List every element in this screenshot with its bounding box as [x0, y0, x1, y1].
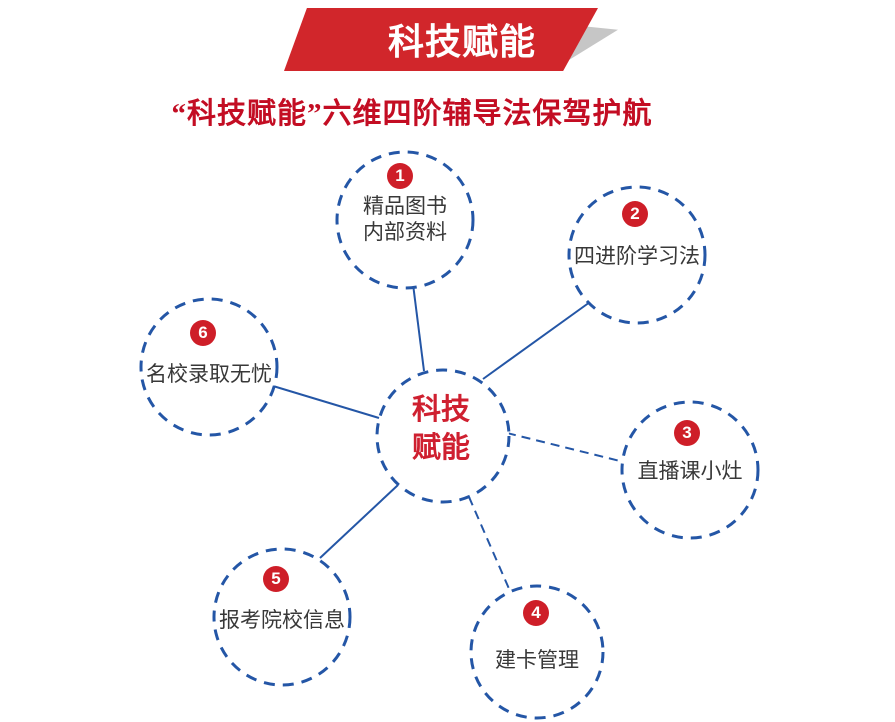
node-1-label-line: 内部资料	[363, 221, 447, 244]
center-node-circle	[375, 368, 511, 504]
node-4-label: 建卡管理	[495, 649, 579, 672]
node-5-circle	[212, 547, 352, 687]
node-6-label: 名校录取无忧	[146, 363, 272, 386]
center-node-label: 科技 赋能	[412, 391, 470, 467]
node-1-label: 精品图书 内部资料	[363, 194, 447, 246]
node-5-number-badge: 5	[263, 566, 289, 592]
node-6-number-badge: 6	[190, 320, 216, 346]
node-2-circle	[567, 185, 707, 325]
connector-node-6	[272, 385, 380, 419]
node-3-number-badge: 3	[674, 420, 700, 446]
connector-node-2	[482, 301, 591, 380]
node-4-circle	[469, 584, 605, 720]
node-1-number-badge: 1	[387, 163, 413, 189]
node-1-label-line: 精品图书	[363, 195, 447, 218]
center-node-label-line: 赋能	[411, 432, 471, 464]
banner-title: 科技赋能	[387, 20, 536, 62]
ribbon-background	[284, 8, 598, 71]
node-2-label: 四进阶学习法	[574, 245, 700, 268]
center-node-label-line: 科技	[411, 394, 471, 426]
node-4-number-badge: 4	[523, 600, 549, 626]
node-5-label: 报考院校信息	[219, 609, 345, 632]
connector-node-3-dashed	[506, 432, 625, 463]
node-3-label: 直播课小灶	[637, 460, 743, 483]
ribbon-banner: 科技赋能	[284, 8, 618, 71]
connector-node-5	[319, 484, 399, 559]
connector-node-1	[412, 283, 425, 372]
headline: “科技赋能”六维四阶辅导法保驾护航	[171, 98, 653, 130]
node-3-circle	[620, 400, 760, 540]
node-1-circle	[335, 150, 475, 290]
node-2-number-badge: 2	[622, 201, 648, 227]
connector-node-4-dashed	[468, 496, 511, 592]
node-6-circle	[139, 297, 279, 437]
